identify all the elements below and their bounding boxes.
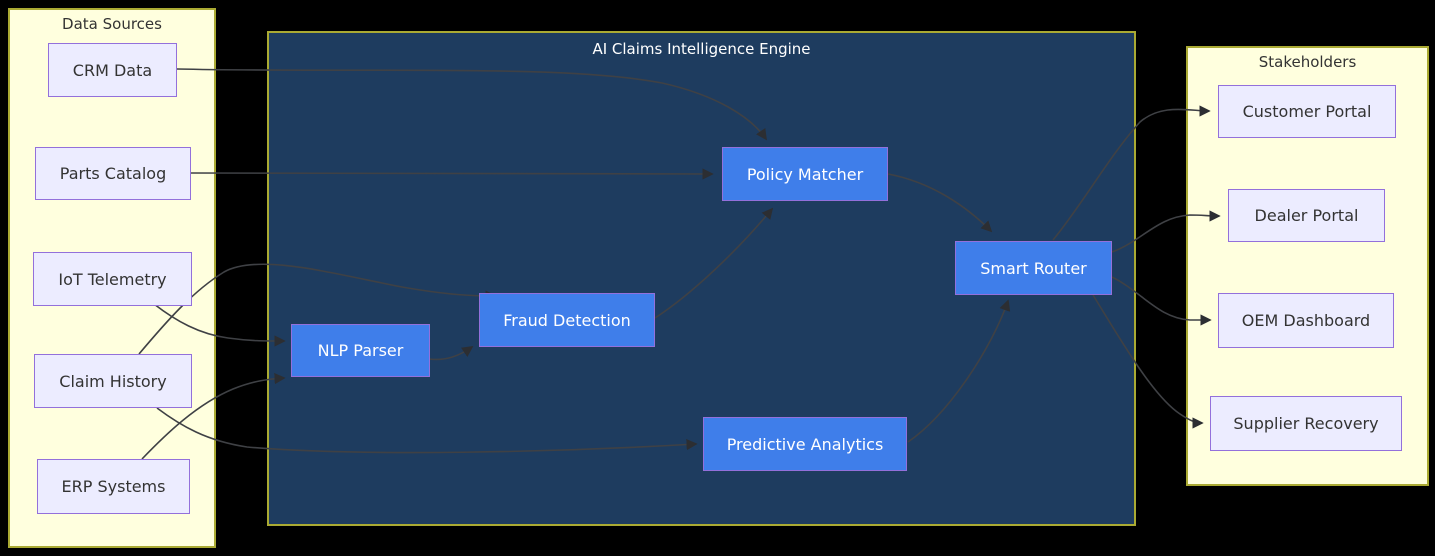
node-supplier-recovery: Supplier Recovery <box>1210 396 1402 451</box>
edge-predictive-analytics-to-smart-router <box>907 299 1011 443</box>
edge-nlp-parser-to-fraud-detection <box>428 346 474 361</box>
node-policy-matcher: Policy Matcher <box>722 147 888 201</box>
node-fraud-detection: Fraud Detection <box>479 293 655 347</box>
cluster-title-stakeholders: Stakeholders <box>1258 53 1357 71</box>
node-nlp-parser: NLP Parser <box>291 324 430 377</box>
edge-smart-router-to-oem-dashboard <box>1111 276 1212 326</box>
edge-iot-telemetry-to-nlp-parser <box>153 303 286 347</box>
edge-parts-catalog-to-policy-matcher <box>189 168 714 180</box>
node-claim-history: Claim History <box>34 354 192 408</box>
edge-claim-history-to-predictive-analytics <box>156 407 698 454</box>
node-dealer-portal: Dealer Portal <box>1228 189 1385 242</box>
node-crm-data: CRM Data <box>48 43 177 97</box>
node-smart-router: Smart Router <box>955 241 1112 295</box>
node-oem-dashboard: OEM Dashboard <box>1218 293 1394 348</box>
edge-smart-router-to-customer-portal <box>1052 105 1211 241</box>
edge-crm-data-to-policy-matcher <box>176 68 767 141</box>
edge-policy-matcher-to-smart-router <box>887 173 993 233</box>
edge-erp-systems-to-nlp-parser <box>141 373 286 460</box>
cluster-title-engine: AI Claims Intelligence Engine <box>269 33 1134 61</box>
node-erp-systems: ERP Systems <box>37 459 190 514</box>
edge-fraud-detection-to-policy-matcher <box>654 207 774 319</box>
node-customer-portal: Customer Portal <box>1218 85 1396 138</box>
engine-title-text: AI Claims Intelligence Engine <box>592 40 811 58</box>
node-parts-catalog: Parts Catalog <box>35 147 191 200</box>
edge-smart-router-to-dealer-portal <box>1111 210 1221 253</box>
node-iot-telemetry: IoT Telemetry <box>33 252 192 306</box>
node-predictive-analytics: Predictive Analytics <box>703 417 907 471</box>
cluster-title-data-sources: Data Sources <box>62 15 162 33</box>
edge-smart-router-to-supplier-recovery <box>1092 294 1204 429</box>
